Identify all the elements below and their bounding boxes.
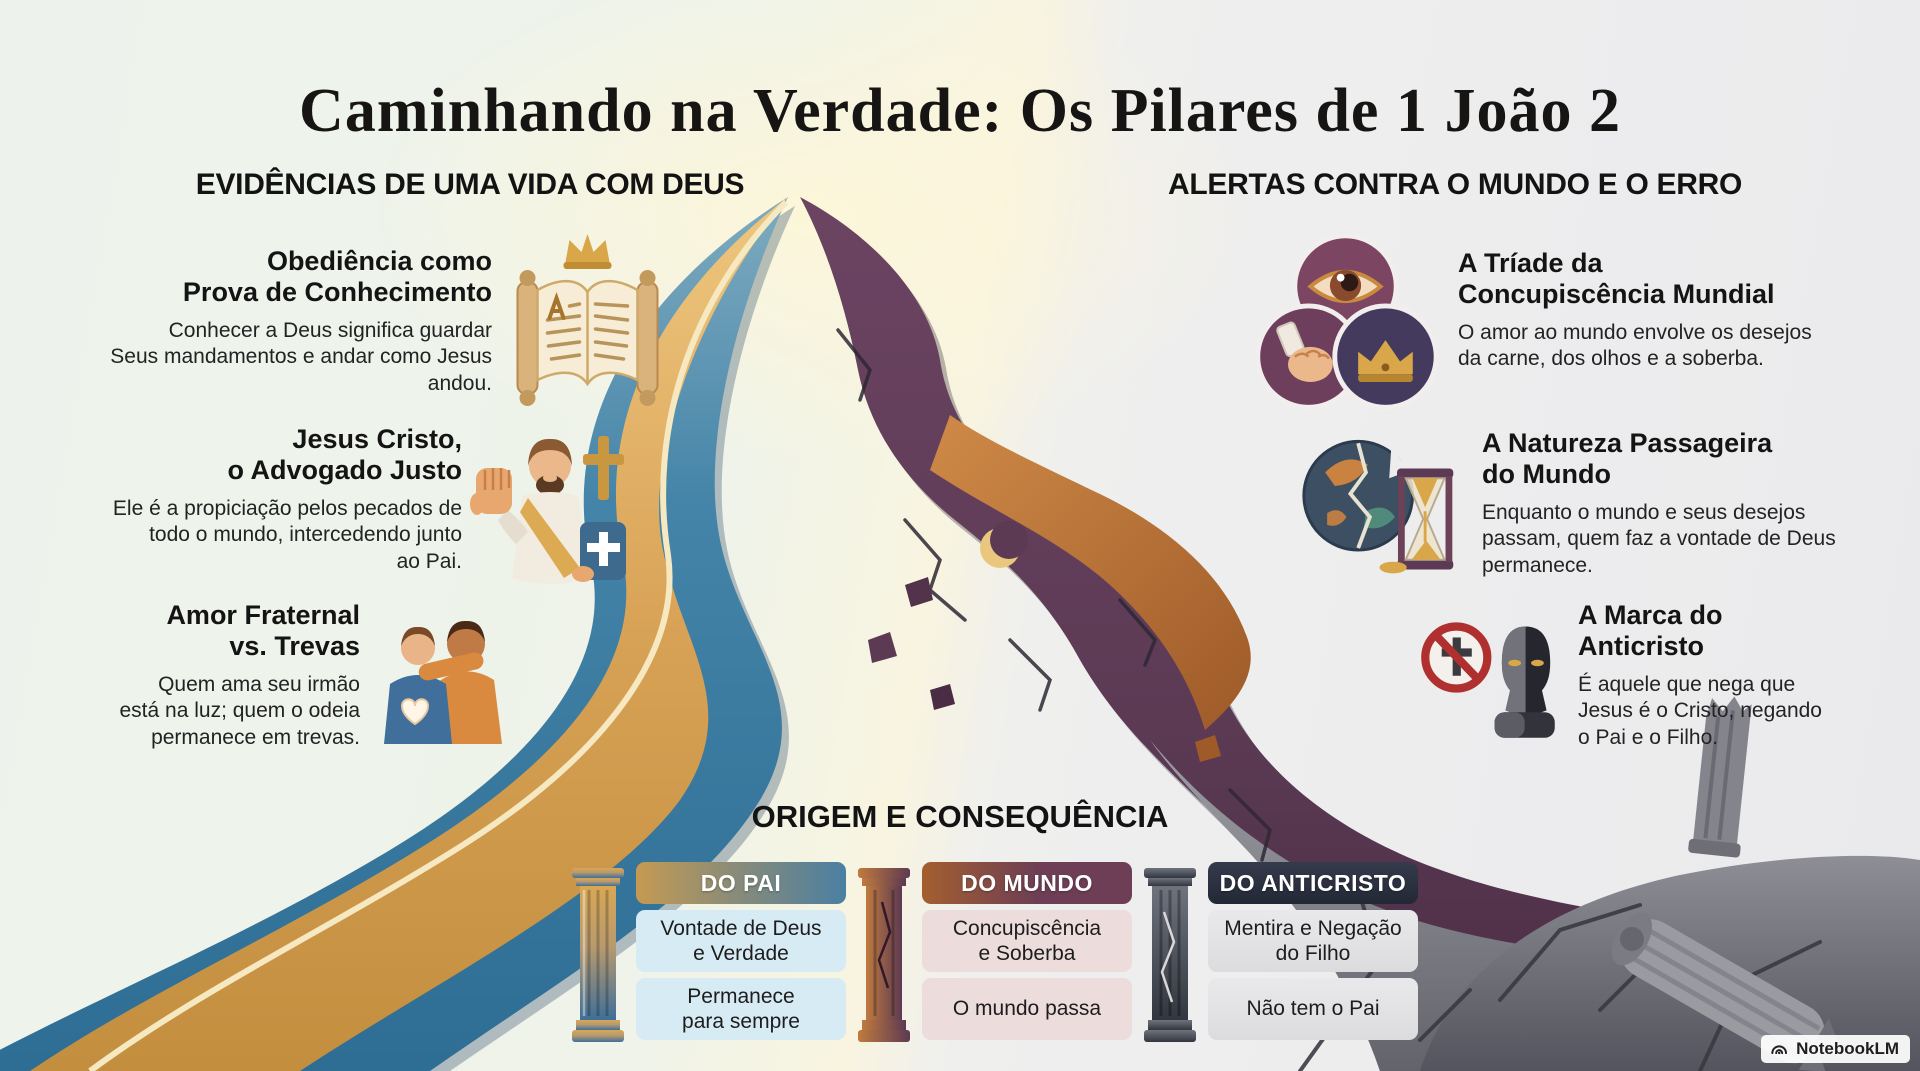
origin-cell: Não tem o Pai [1208,978,1418,1040]
fallen-column-icon [1611,912,1839,1071]
left-item-obedience: Obediência como Prova de Conhecimento Co… [42,246,492,398]
ruined-path-orange-segment [930,415,1251,730]
right-item-triad: A Tríade da Concupiscência Mundial O amo… [1458,248,1838,373]
origin-header-mundo: DO MUNDO [922,862,1132,904]
pillar-gold-blue-icon [572,868,624,1042]
item-body: Quem ama seu irmão está na luz; quem o o… [119,672,361,749]
lust-triad-icon [1255,233,1439,410]
scroll-crown-icon [516,234,659,406]
origin-column-pai: DO PAI Vontade de Deus e Verdade Permane… [566,862,846,1052]
item-title: Amor Fraternal vs. Trevas [166,600,360,662]
right-section-header: ALERTAS CONTRA O MUNDO E O ERRO [1167,168,1743,201]
horizon-glow [370,0,1250,465]
item-body: O amor ao mundo envolve os desejos da ca… [1458,320,1812,371]
left-section-header: EVIDÊNCIAS DE UMA VIDA COM DEUS [195,168,745,201]
item-body: Ele é a propiciação pelos pecados de tod… [112,496,462,573]
origin-cell: Concupiscência e Soberba [922,910,1132,972]
origin-column-mundo: DO MUNDO Concupiscência e Soberba O mund… [852,862,1132,1052]
origin-cell: O mundo passa [922,978,1132,1040]
item-body: É aquele que nega que Jesus é o Cristo, … [1578,672,1822,749]
left-item-brotherly-love: Amor Fraternal vs. Trevas Quem ama seu i… [28,600,361,752]
item-title: Jesus Cristo, o Advogado Justo [227,424,463,486]
embrace-heart-icon [384,620,502,744]
origin-cell: Permanece para sempre [636,978,846,1040]
item-title: A Tríade da Concupiscência Mundial [1458,248,1775,310]
right-item-antichrist: A Marca do Anticristo É aquele que nega … [1578,600,1918,752]
broken-column-stub [1688,696,1752,858]
item-title: A Marca do Anticristo [1578,600,1723,662]
origin-header-anticristo: DO ANTICRISTO [1208,862,1418,904]
pillar-broken-icon [1144,868,1196,1042]
gold-stripe-highlight [88,199,789,1071]
origin-column-anticristo: DO ANTICRISTO Mentira e Negação do Filho… [1138,862,1418,1052]
item-title: Obediência como Prova de Conhecimento [182,246,492,308]
origin-header-pai: DO PAI [636,862,846,904]
gold-stripe [30,197,788,1071]
watermark-label: NotebookLM [1796,1039,1899,1058]
origin-cell: Vontade de Deus e Verdade [636,910,846,972]
origin-section-header: ORIGEM E CONSEQUÊNCIA [751,799,1169,834]
page-title: Caminhando na Verdade: Os Pilares de 1 J… [299,76,1621,145]
origin-cell: Mentira e Negação do Filho [1208,910,1418,972]
crack-lines [836,328,1272,862]
antichrist-icon [1421,622,1555,738]
notebooklm-watermark: NotebookLM [1761,1035,1910,1063]
jesus-advocate-icon [470,436,626,584]
crescent-icon [980,521,1028,568]
left-item-advocate: Jesus Cristo, o Advogado Justo Ele é a p… [30,424,462,576]
fading-world-icon [1302,439,1454,574]
item-body: Enquanto o mundo e seus desejos passam, … [1482,500,1836,577]
item-body: Conhecer a Deus significa guardar Seus m… [110,318,492,395]
right-item-fading-world: A Natureza Passageira do Mundo Enquanto … [1482,428,1882,580]
notebooklm-logo-icon [1771,1045,1788,1055]
item-title: A Natureza Passageira do Mundo [1482,428,1773,490]
pillar-cracked-icon [858,868,910,1042]
